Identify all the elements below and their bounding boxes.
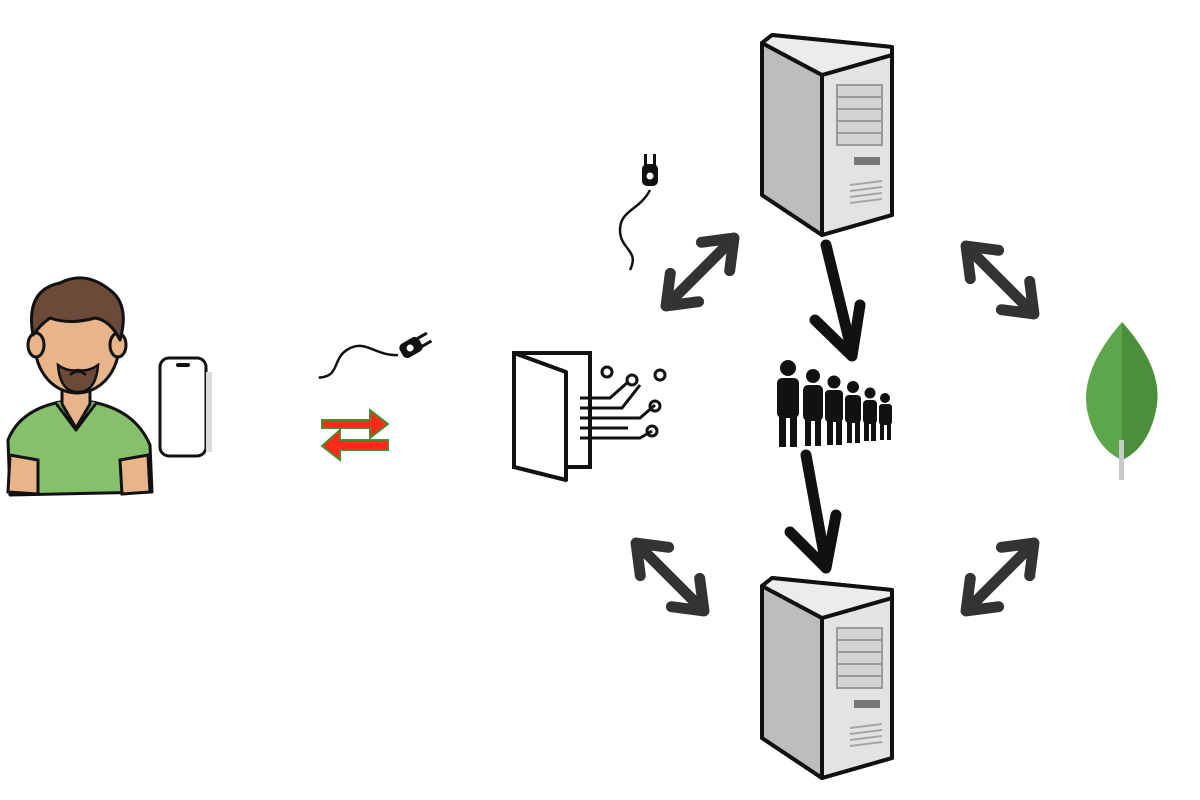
server-icon	[760, 33, 894, 237]
double-arrow-gateway-server-bottom	[622, 529, 718, 625]
server-icon	[760, 576, 894, 780]
mongodb-leaf-icon	[1086, 322, 1158, 480]
person-icon	[6, 276, 154, 497]
phone-icon	[158, 356, 212, 458]
plug-icon	[618, 152, 660, 272]
swap-arrows-icon	[320, 407, 390, 463]
double-arrow-server-top-database	[952, 232, 1048, 328]
gateway-door-icon	[512, 351, 667, 482]
double-arrow-gateway-server-top	[652, 224, 748, 320]
plug-icon	[312, 309, 435, 404]
arrow-queue-to-server	[784, 449, 842, 574]
arrow-server-to-queue	[809, 239, 866, 362]
people-queue-icon	[777, 360, 892, 447]
double-arrow-server-bottom-database	[952, 529, 1048, 625]
